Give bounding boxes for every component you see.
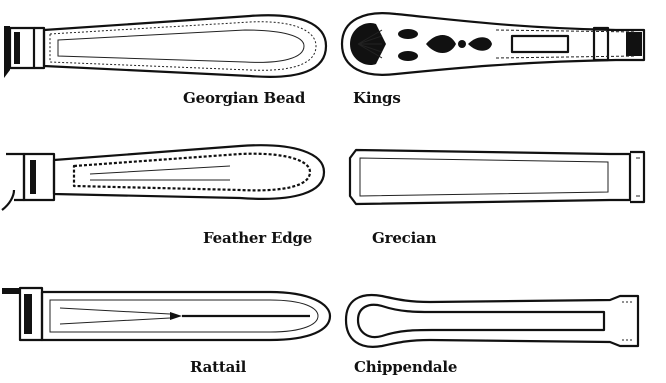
pattern-label-georgian-bead: Georgian Bead [183, 89, 305, 107]
feather-edge-handle-icon [0, 140, 330, 214]
georgian-bead-handle-icon [0, 10, 330, 80]
chippendale-handle-icon [340, 286, 648, 356]
grecian-handle-icon [340, 144, 648, 210]
pattern-label-chippendale: Chippendale [354, 358, 457, 376]
pattern-label-rattail: Rattail [190, 358, 246, 376]
rattail-handle-icon [0, 282, 336, 352]
pattern-label-grecian: Grecian [372, 229, 436, 247]
pattern-label-feather-edge: Feather Edge [203, 229, 312, 247]
pattern-label-kings: Kings [353, 89, 401, 107]
kings-handle-icon [336, 6, 654, 82]
